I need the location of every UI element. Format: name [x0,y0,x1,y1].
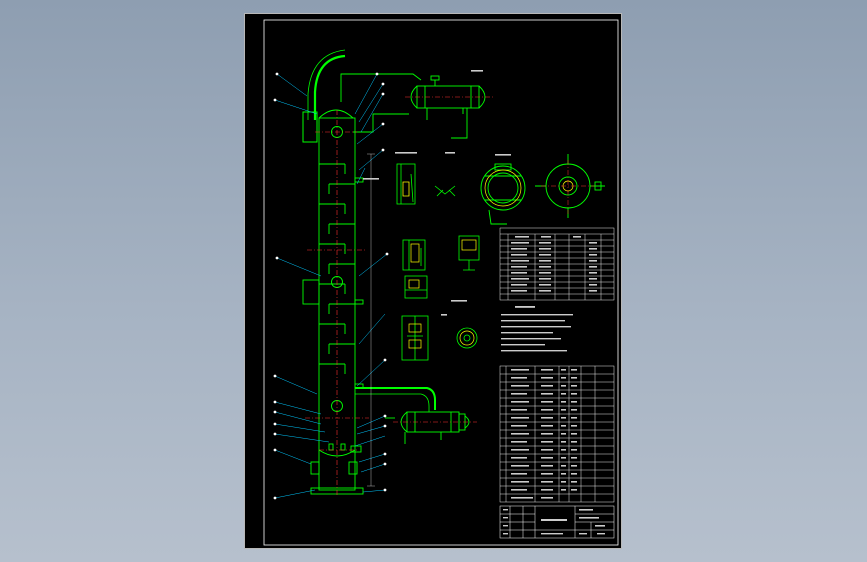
nozzle-orientation-center [541,160,595,214]
detail-view-a [396,163,416,205]
title-block-marks [503,509,605,535]
bottom-reboiler [385,411,470,444]
view-captions [363,70,511,316]
parts-list [499,365,615,503]
top-condenser [410,75,486,139]
cad-drawing [263,19,619,546]
column-elevation [302,49,436,495]
section-views [401,235,480,361]
drawing-sheet [244,13,622,549]
tray-top-view [480,163,526,225]
balloon-markers [273,72,389,500]
section-views-yellow [408,239,477,349]
detail-view-b [434,185,456,197]
parts-list-marks [511,369,577,499]
nozzle-table [499,227,615,301]
inner-frame [263,19,619,546]
centerlines [305,110,369,496]
technical-notes [501,306,573,352]
detail-view-a-yellow [402,181,410,197]
title-block [499,505,615,539]
dimension-line [367,153,375,487]
tray-top-view-yellow [484,169,522,207]
leader-lines [274,73,388,499]
nozzle-table-marks [511,236,597,292]
